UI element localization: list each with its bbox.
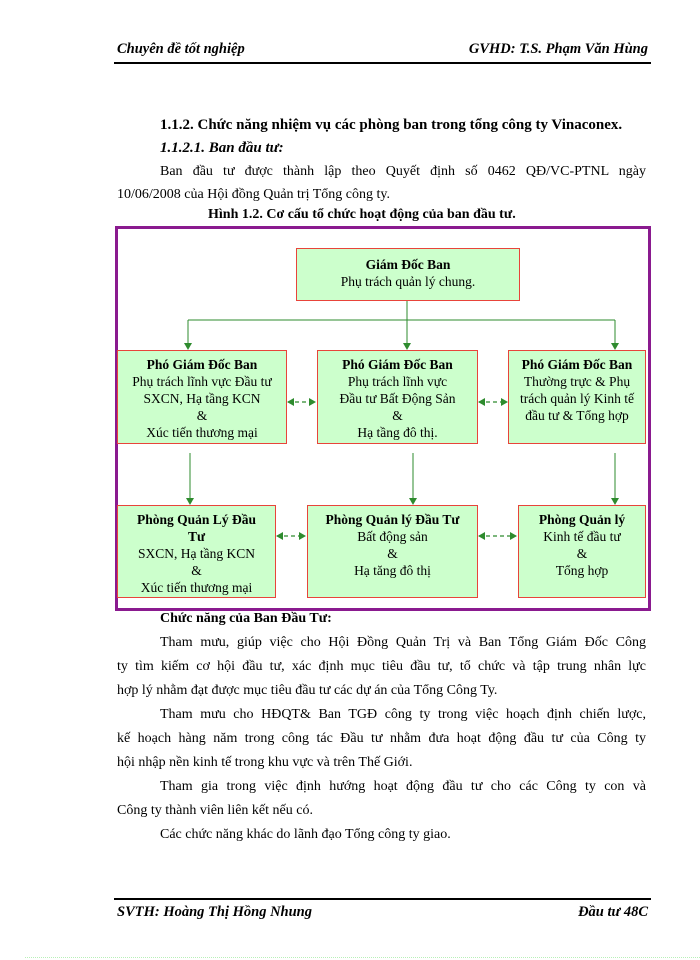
functions-p3-line2: Công ty thành viên liên kết nếu có. <box>117 803 313 818</box>
section-heading: 1.1.2. Chức năng nhiệm vụ các phòng ban … <box>160 117 623 133</box>
deputy-2-title: Phó Giám Đốc Ban <box>342 357 453 372</box>
department-3-title: Phòng Quản lý <box>538 512 626 527</box>
deputy-1-title: Phó Giám Đốc Ban <box>146 357 258 372</box>
header-left: Chuyên đề tốt nghiệp <box>117 41 245 57</box>
department-2-line: & <box>387 546 398 561</box>
deputy-1-line: & <box>196 408 208 423</box>
deputy-2-line: Hạ tầng đô thị. <box>357 425 438 440</box>
intro-line-1: Ban đầu tư được thành lập theo Quyết địn… <box>160 164 646 179</box>
department-1-line: SXCN, Hạ tầng KCN <box>138 546 255 561</box>
subsection-heading: 1.1.2.1. Ban đầu tư: <box>160 140 284 156</box>
functions-p4-line1: Các chức năng khác do lãnh đạo Tổng công… <box>160 827 451 842</box>
department-3-line: Kinh tế đầu tư <box>543 529 621 544</box>
functions-p2-line3: hội nhập nền kinh tế trong khu vực và tr… <box>117 755 413 770</box>
org-box-deputy-2: Phó Giám Đốc Ban Phụ trách lĩnh vực Đầu … <box>317 350 478 444</box>
functions-p2-line1: Tham mưu cho HĐQT& Ban TGĐ công ty trong… <box>160 707 646 722</box>
org-box-department-3: Phòng Quản lý Kinh tế đầu tư & Tổng hợp <box>518 505 646 598</box>
department-1-title-cont: Tư <box>187 529 206 544</box>
footer-right: Đầu tư 48C <box>578 904 648 920</box>
org-box-deputy-1: Phó Giám Đốc Ban Phụ trách lĩnh vực Đầu … <box>117 350 287 444</box>
deputy-3-line: trách quản lý Kinh tế <box>520 391 634 406</box>
functions-p1-line3: hợp lý nhằm đạt được mục tiêu đầu tư các… <box>117 683 498 698</box>
page-boundary-dotted-line <box>25 957 700 958</box>
functions-p2-line2: kế hoạch hàng năm trong công tác Đầu tư … <box>117 731 646 746</box>
director-title: Giám Đốc Ban <box>365 257 451 272</box>
department-2-title: Phòng Quản lý Đầu Tư <box>325 512 460 527</box>
deputy-1-line: SXCN, Hạ tầng KCN <box>143 391 261 406</box>
footer-rule <box>114 898 651 900</box>
intro-line-2: 10/06/2008 của Hội đồng Quản trị Tổng cô… <box>117 187 390 202</box>
deputy-1-line: Xúc tiến thương mại <box>146 425 258 440</box>
functions-p3-line1: Tham gia trong việc định hướng hoạt động… <box>160 779 646 794</box>
footer-left: SVTH: Hoàng Thị Hồng Nhung <box>117 904 312 920</box>
department-2-line: Hạ tăng đô thị <box>354 563 431 578</box>
deputy-2-line: & <box>392 408 403 423</box>
org-box-director: Giám Đốc Ban Phụ trách quản lý chung. <box>296 248 520 301</box>
deputy-2-line: Đầu tư Bất Động Sản <box>339 391 456 406</box>
department-1-line: & <box>191 563 202 578</box>
org-box-department-2: Phòng Quản lý Đầu Tư Bất động sản & Hạ t… <box>307 505 478 598</box>
org-chart-frame <box>115 226 651 611</box>
deputy-2-line: Phụ trách lĩnh vực <box>347 374 448 389</box>
header-right: GVHD: T.S. Phạm Văn Hùng <box>468 41 648 57</box>
director-line: Phụ trách quản lý chung. <box>340 274 476 289</box>
org-box-deputy-3: Phó Giám Đốc Ban Thường trực & Phụ trách… <box>508 350 646 444</box>
department-3-line: Tổng hợp <box>555 563 609 578</box>
org-box-department-1: Phòng Quản Lý Đầu Tư SXCN, Hạ tầng KCN &… <box>117 505 276 598</box>
department-2-line: Bất động sản <box>357 529 428 544</box>
functions-heading: Chức năng của Ban Đầu Tư: <box>160 611 332 626</box>
department-1-line: Xúc tiến thương mại <box>140 580 253 595</box>
figure-caption: Hình 1.2. Cơ cấu tổ chức hoạt động của b… <box>208 207 516 222</box>
deputy-3-title: Phó Giám Đốc Ban <box>521 357 633 372</box>
header-rule <box>114 62 651 64</box>
department-1-title: Phòng Quản Lý Đầu <box>137 512 256 527</box>
deputy-1-line: Phụ trách lĩnh vực Đầu tư <box>132 374 272 389</box>
department-3-line: & <box>576 546 588 561</box>
deputy-3-line: Thường trực & Phụ <box>523 374 631 389</box>
deputy-3-line: đầu tư & Tổng hợp <box>525 408 629 423</box>
functions-p1-line2: ty tìm kiếm cơ hội đầu tư, xác định mục … <box>117 659 646 674</box>
functions-p1-line1: Tham mưu, giúp việc cho Hội Đồng Quản Tr… <box>160 635 646 650</box>
